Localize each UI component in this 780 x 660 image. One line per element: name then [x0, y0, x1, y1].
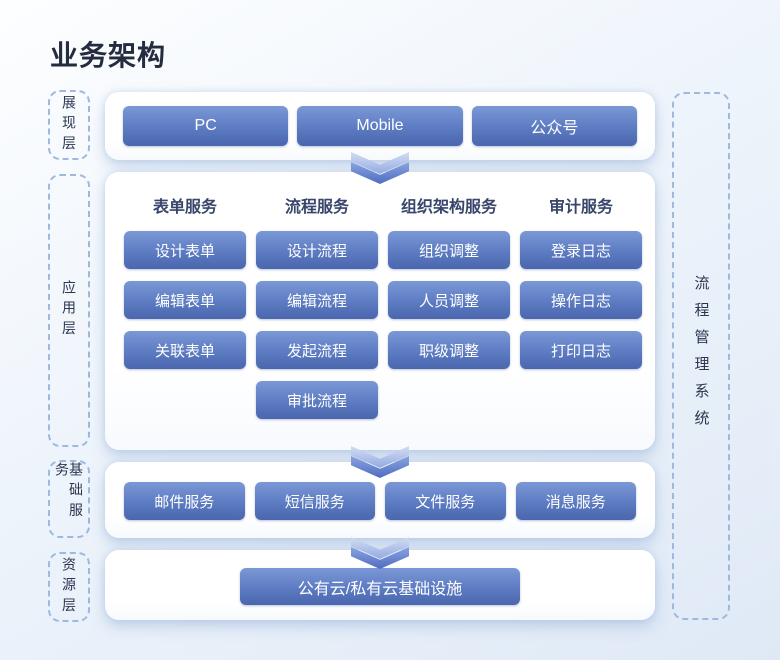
arrow-down-icon — [351, 446, 409, 480]
node-edit-process: 编辑流程 — [256, 281, 378, 319]
node-start-process: 发起流程 — [256, 331, 378, 369]
node-official-account: 公众号 — [471, 106, 637, 146]
node-staff-adjust: 人员调整 — [388, 281, 510, 319]
layer-label-text: 展现层 — [61, 94, 77, 156]
node-pc: PC — [123, 106, 289, 146]
column-header: 审计服务 — [548, 199, 613, 216]
page-title: 业务架构 — [50, 40, 167, 71]
layer-label-text: 基础服务 — [54, 462, 84, 523]
node-link-form: 关联表单 — [124, 331, 246, 369]
column-header: 组织架构服务 — [400, 199, 497, 216]
node-mail-service: 邮件服务 — [124, 482, 245, 520]
layer-label-presentation: 展现层 — [48, 90, 90, 160]
node-print-log: 打印日志 — [520, 331, 642, 369]
node-approve-process: 审批流程 — [256, 381, 378, 419]
layer-label-application: 应用层 — [48, 174, 90, 447]
column-form-service: 表单服务 设计表单 编辑表单 关联表单 — [124, 198, 246, 450]
node-edit-form: 编辑表单 — [124, 281, 246, 319]
layer-label-resource: 资源层 — [48, 552, 90, 622]
system-label-process-management: 流程管理系统 — [672, 92, 730, 620]
arrow-down-icon — [351, 537, 409, 571]
node-rank-adjust: 职级调整 — [388, 331, 510, 369]
node-cloud-infrastructure: 公有云/私有云基础设施 — [240, 568, 520, 605]
node-message-service: 消息服务 — [515, 482, 636, 520]
column-process-service: 流程服务 设计流程 编辑流程 发起流程 审批流程 — [256, 198, 378, 450]
node-design-process: 设计流程 — [256, 231, 378, 269]
panel-application-layer: 表单服务 设计表单 编辑表单 关联表单 流程服务 设计流程 编辑流程 发起流程 … — [105, 172, 655, 450]
layer-label-text: 资源层 — [61, 556, 77, 618]
node-login-log: 登录日志 — [520, 231, 642, 269]
column-header: 表单服务 — [152, 199, 217, 216]
layer-label-basic-services: 基础服务 — [48, 460, 90, 538]
node-org-adjust: 组织调整 — [388, 231, 510, 269]
arrow-down-icon — [351, 152, 409, 186]
column-organization-service: 组织架构服务 组织调整 人员调整 职级调整 — [388, 198, 510, 450]
node-design-form: 设计表单 — [124, 231, 246, 269]
node-sms-service: 短信服务 — [254, 482, 375, 520]
layer-label-text: 应用层 — [61, 280, 77, 341]
system-label-text: 流程管理系统 — [692, 275, 710, 437]
column-header: 流程服务 — [284, 199, 349, 216]
panel-presentation-layer: PC Mobile 公众号 — [105, 92, 655, 160]
column-audit-service: 审计服务 登录日志 操作日志 打印日志 — [520, 198, 642, 450]
node-mobile: Mobile — [297, 106, 463, 146]
node-operation-log: 操作日志 — [520, 281, 642, 319]
node-file-service: 文件服务 — [385, 482, 506, 520]
